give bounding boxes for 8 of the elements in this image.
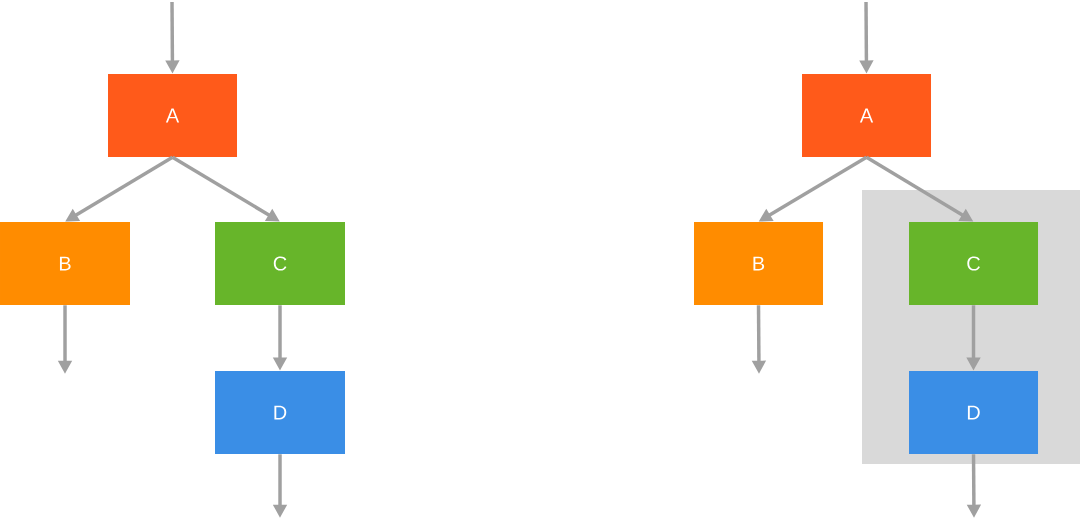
- process-box: B: [694, 222, 823, 305]
- process-box: C: [215, 222, 345, 305]
- process-box: B: [0, 222, 130, 305]
- process-box: A: [802, 74, 931, 157]
- process-box: D: [909, 371, 1038, 454]
- process-box: C: [909, 222, 1038, 305]
- process-box: A: [108, 74, 237, 157]
- process-box: D: [215, 371, 345, 454]
